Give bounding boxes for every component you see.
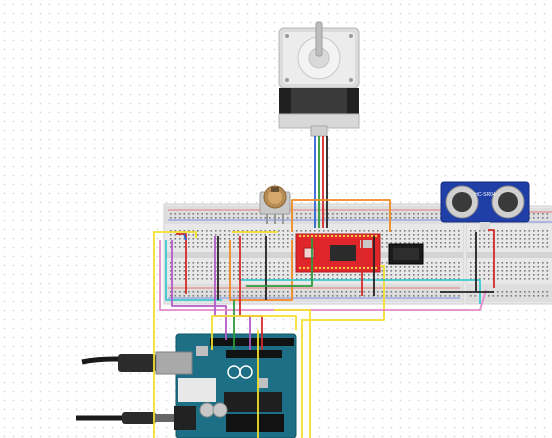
wire-yellow-1 (153, 231, 197, 438)
wire-green-1 (246, 238, 313, 287)
power-cable (76, 406, 196, 430)
arduino-board (175, 333, 297, 438)
wire-yellow-3 (301, 265, 385, 438)
wire-yellow-5 (211, 315, 297, 350)
wire-orange-loop (291, 199, 391, 232)
sensor-label: HC-SR04 (474, 192, 496, 198)
wire-purple (171, 240, 227, 340)
stepper-driver-board (295, 233, 381, 273)
wire-red-1 (176, 233, 187, 294)
arduino-logo (227, 365, 253, 379)
usb-cable (81, 351, 193, 375)
wire-yellow-6 (274, 309, 311, 438)
wire-blue (183, 233, 187, 241)
wire-cyan-1 (240, 279, 481, 304)
wires (153, 136, 495, 438)
wire-cyan-2 (165, 240, 222, 301)
ultrasonic-sensor: HC-SR04 (440, 181, 530, 230)
potentiometer[interactable] (259, 185, 291, 224)
wire-pink (159, 240, 487, 311)
wire-red-3 (488, 229, 495, 288)
stepper-motor (278, 21, 360, 137)
ic-module (388, 243, 424, 265)
wire-orange-left (229, 240, 293, 301)
